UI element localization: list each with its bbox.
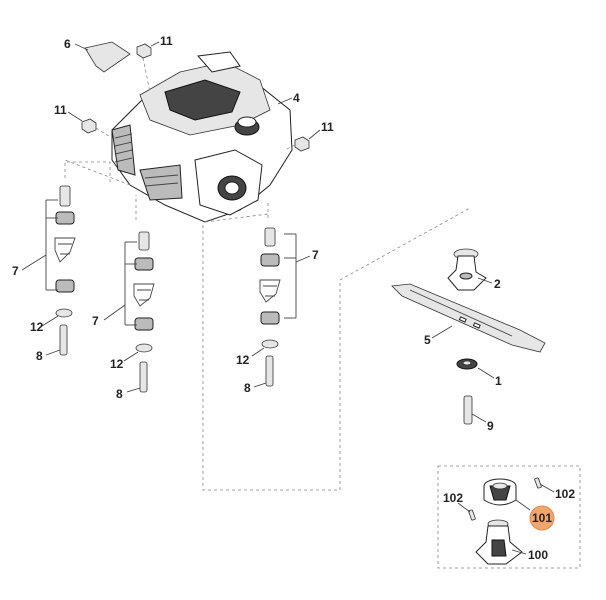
- part-101-adapter-hub[interactable]: [483, 478, 531, 511]
- part-9-bolt[interactable]: [463, 395, 487, 425]
- callout-12-right[interactable]: 12: [236, 353, 250, 367]
- callout-8-middle[interactable]: 8: [116, 387, 123, 401]
- part-2-blade-adapter[interactable]: [447, 248, 493, 291]
- part-102-screw-right[interactable]: [534, 477, 555, 493]
- callout-101-highlight[interactable]: 101: [529, 505, 555, 531]
- callout-12-middle[interactable]: 12: [110, 357, 124, 371]
- callout-8-right[interactable]: 8: [244, 381, 251, 395]
- callout-7-middle[interactable]: 7: [92, 314, 99, 328]
- callout-11-left[interactable]: 11: [54, 103, 67, 117]
- callout-11-right[interactable]: 11: [321, 120, 334, 134]
- mount-stack-left[interactable]: [21, 185, 76, 356]
- part-11-nut-right[interactable]: [284, 129, 321, 152]
- part-102-screw-left[interactable]: [457, 502, 476, 521]
- callout-1[interactable]: 1: [495, 374, 502, 388]
- part-1-washer[interactable]: [456, 358, 495, 379]
- part-5-blade[interactable]: [391, 283, 546, 353]
- callout-7-left[interactable]: 7: [12, 264, 19, 278]
- mount-stack-middle[interactable]: [103, 231, 155, 393]
- callout-102-right[interactable]: 102: [555, 487, 575, 501]
- callout-8-left[interactable]: 8: [36, 349, 43, 363]
- callout-102-left[interactable]: 102: [443, 491, 463, 505]
- callout-4[interactable]: 4: [293, 91, 300, 105]
- callout-101[interactable]: 101: [532, 511, 552, 525]
- callout-11-top[interactable]: 11: [160, 34, 173, 48]
- part-6-gasket[interactable]: [74, 41, 131, 73]
- accessory-kit-frame: [437, 465, 581, 569]
- callout-9[interactable]: 9: [487, 419, 494, 433]
- callout-7-right[interactable]: 7: [312, 248, 319, 262]
- callout-6[interactable]: 6: [64, 37, 71, 51]
- part-11-nut-left[interactable]: [67, 111, 113, 139]
- callout-100[interactable]: 100: [528, 548, 548, 562]
- engine-assembly[interactable]: [111, 51, 293, 223]
- mount-stack-right[interactable]: [251, 227, 311, 388]
- callout-5[interactable]: 5: [424, 333, 431, 347]
- guide-lines: [64, 159, 471, 491]
- callout-12-left[interactable]: 12: [30, 320, 44, 334]
- part-100-blade-holder[interactable]: [475, 519, 527, 565]
- callout-2[interactable]: 2: [494, 277, 501, 291]
- part-11-nut-top[interactable]: [136, 41, 160, 93]
